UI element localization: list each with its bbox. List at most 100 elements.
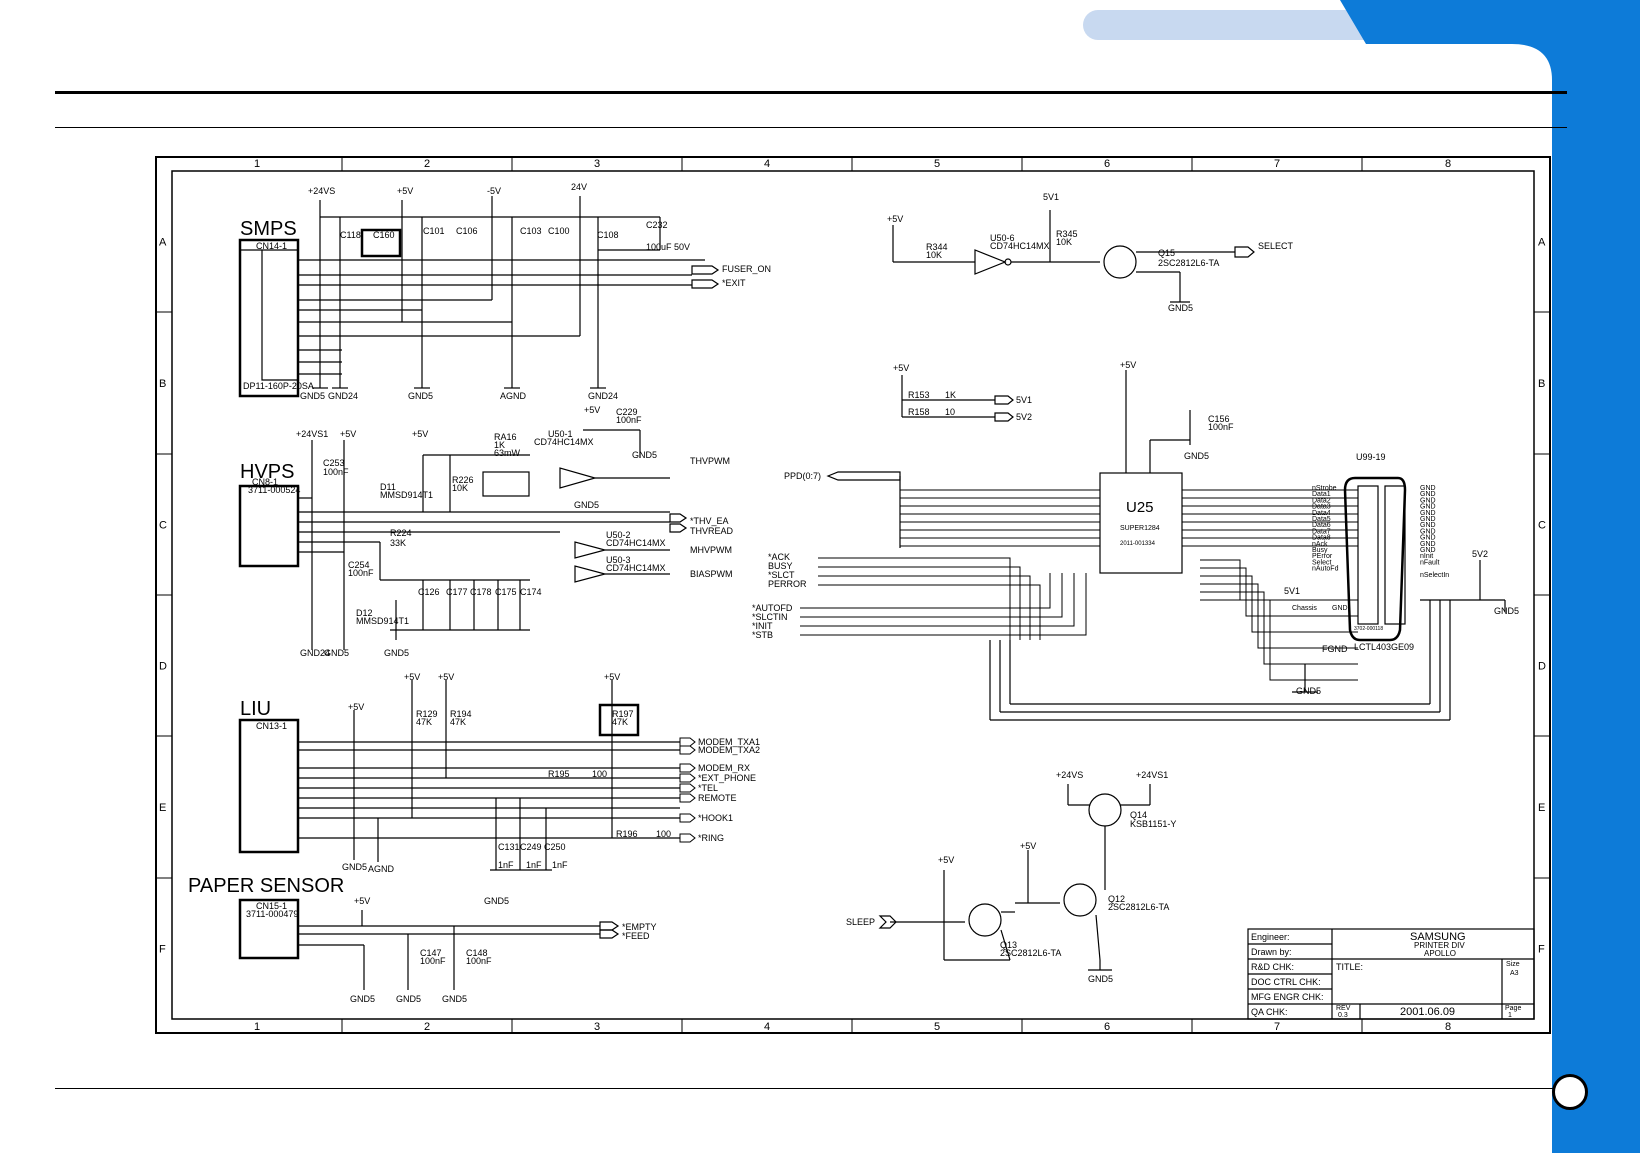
u50-6-part: CD74HC14MX — [990, 241, 1050, 251]
liu-signal-arrow — [679, 813, 696, 823]
paper-sensor-text: PAPER SENSOR CN15-1 3711-000479 +5V C147… — [188, 875, 657, 1004]
q12-part: 2SC2812L6-TA — [1108, 902, 1169, 912]
sleep-signal: SLEEP — [846, 917, 875, 927]
header-tab-pill — [1083, 10, 1383, 40]
r158-value: 10 — [945, 407, 955, 417]
page-marker-circle — [1552, 1074, 1588, 1110]
c177-ref: C177 — [446, 587, 468, 597]
paper-sensor-block — [238, 898, 620, 990]
smps-label: SMPS — [240, 218, 297, 240]
r344-value: 10K — [926, 250, 942, 260]
p5v-liu-2: +5V — [404, 672, 420, 682]
r195-value: 100 — [592, 769, 607, 779]
header-rule-thick — [55, 91, 1567, 94]
u99-pin-label: Data5 — [1312, 516, 1331, 523]
u99-pin-labels: nStrobeData1Data2Data3Data4Data5Data6Dat… — [1312, 485, 1449, 579]
u99-pin-label: Data1 — [1312, 491, 1331, 498]
c106-ref: C106 — [456, 226, 478, 236]
u99-pin-label: Select — [1312, 559, 1332, 566]
gnd24-smps-1: GND24 — [328, 391, 358, 401]
p5v-r243: +5V — [938, 855, 954, 865]
u99-ref: U99-19 — [1356, 452, 1386, 462]
slct-signal: *SLCT — [768, 570, 795, 580]
grid-row-label-left: F — [159, 944, 166, 956]
status-signal-line — [818, 566, 1021, 640]
u99-return-line — [1200, 599, 1358, 681]
gnd24-hvps: GND24 — [300, 648, 330, 658]
v5v2-out: 5V2 — [1016, 412, 1032, 422]
tb-company: SAMSUNG — [1410, 931, 1466, 943]
grid-row-label-right: D — [1538, 661, 1546, 673]
r345-value: 10K — [1056, 237, 1072, 247]
grid-col-label-bottom: 3 — [594, 1021, 600, 1033]
grid-ticks — [156, 157, 1550, 1033]
modem-tx1-signal: MODEM_TXA1 — [698, 737, 760, 747]
grid-col-label-bottom: 7 — [1274, 1021, 1280, 1033]
grid-col-label-bottom: 1 — [254, 1021, 260, 1033]
tb-project: APOLLO — [1424, 949, 1456, 958]
grid-row-label-left: B — [159, 378, 166, 390]
p5v-paper: +5V — [354, 896, 370, 906]
tb-division: PRINTER DIV — [1414, 941, 1465, 950]
r344-ref: R344 — [926, 242, 948, 252]
v5-resistors — [901, 375, 1014, 422]
ra16-power: 63mW — [494, 448, 521, 458]
hvps-text: HVPS CN8-1 3711-000524 +24VS1 +5V +5V C2… — [240, 405, 734, 658]
cn8-ref: CN8-1 — [252, 477, 278, 487]
grid-col-label-bottom: 8 — [1445, 1021, 1451, 1033]
p5v-liu-1: +5V — [348, 702, 364, 712]
p5v-label-smps: +5V — [397, 186, 413, 196]
grid-col-label-top: 6 — [1104, 158, 1110, 170]
r197-ref: R197 — [612, 709, 634, 719]
p5v-liu-3: +5V — [438, 672, 454, 682]
u50-2-part: CD74HC14MX — [606, 538, 666, 548]
q14-ref: Q14 — [1130, 810, 1147, 820]
ppd-bus-label: PPD(0:7) — [784, 471, 821, 481]
gnd5-c229: GND5 — [632, 450, 657, 460]
tb-drawn: Drawn by: — [1251, 947, 1292, 957]
hvps-block — [238, 429, 688, 650]
grid-row-label-right: B — [1538, 378, 1545, 390]
u99-pin-label: Data6 — [1312, 522, 1331, 529]
parallel-port-circuit — [826, 370, 1506, 721]
agnd-liu: AGND — [368, 864, 395, 874]
empty-signal: *EMPTY — [622, 922, 657, 932]
thvread-signal: THVREAD — [690, 526, 734, 536]
p24vs-label: +24VS — [308, 186, 335, 196]
cn8-part: 3711-000524 — [248, 485, 300, 495]
parallel-text: PPD(0:7) +5V C156 100nF GND5 U25 SUPER12… — [752, 360, 1519, 696]
r224-value: 33K — [390, 538, 406, 548]
c250-value: 1nF — [552, 860, 568, 870]
p5v-u50-1: +5V — [584, 405, 600, 415]
ring-signal: *RING — [698, 833, 724, 843]
control-lines — [800, 557, 1358, 681]
tb-rd: R&D CHK: — [1251, 962, 1294, 972]
c156-value: 100nF — [1208, 422, 1234, 432]
grid-row-label-right: F — [1538, 944, 1545, 956]
u25-to-u99-lines — [1182, 489, 1358, 547]
c148-ref: C148 — [466, 948, 488, 958]
q15-ref: Q15 — [1158, 248, 1175, 258]
u50-3-ref: U50-3 — [606, 555, 631, 565]
grid-row-label-left: C — [159, 520, 167, 532]
u99-return-line — [1200, 575, 1358, 633]
gnd5-q15: GND5 — [1168, 303, 1193, 313]
r153-value: 1K — [945, 390, 956, 400]
u99-part: LCTL403GE09 — [1354, 642, 1414, 652]
u99-right-pin-label: nFault — [1420, 559, 1440, 566]
gnd5-hvps-1: GND5 — [324, 648, 349, 658]
title-block — [1247, 928, 1535, 1020]
perror-signal: PERROR — [768, 579, 807, 589]
q13-part: 2SC2812L6-TA — [1000, 948, 1061, 958]
cn13-ref: CN13-1 — [256, 721, 287, 731]
u99-right-pin-label: GND — [1420, 522, 1436, 529]
u99-pin-label: Data3 — [1312, 504, 1331, 511]
q15-part: 2SC2812L6-TA — [1158, 258, 1219, 268]
u25-ref: U25 — [1126, 499, 1154, 516]
u99-return-line — [1200, 591, 1358, 665]
status-signal-line — [818, 557, 1011, 640]
c178-ref: C178 — [470, 587, 492, 597]
gnd5-smps-1: GND5 — [300, 391, 325, 401]
q13-ref: Q13 — [1000, 940, 1017, 950]
